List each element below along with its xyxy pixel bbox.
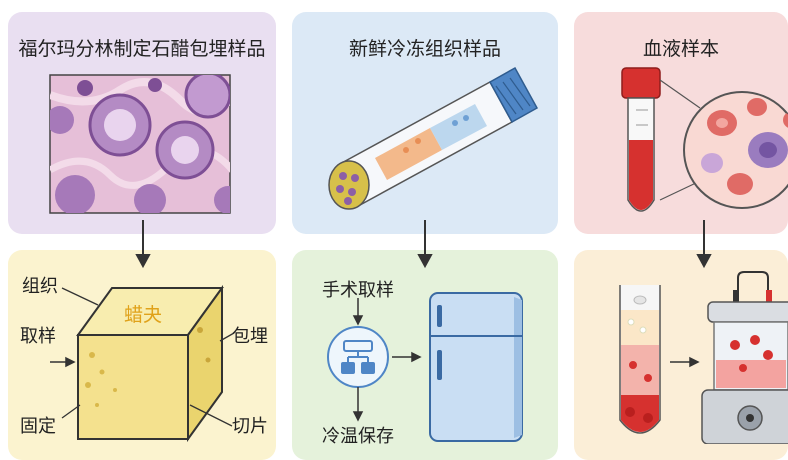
label-cold-storage: 冷温保存 — [322, 426, 394, 447]
blood-panel-title: 血液样本 — [642, 38, 719, 60]
illustration-layer — [49, 66, 788, 444]
down-arrow-3 — [696, 220, 712, 269]
processing-device — [701, 271, 788, 444]
label-surgery: 手术取样 — [322, 280, 394, 301]
to-device-arrow — [670, 356, 700, 368]
frozen-panel-title: 新鲜冷冻组织样品 — [348, 38, 501, 60]
label-tissue: 组织 — [22, 276, 58, 297]
blood-cells-magnified — [683, 91, 788, 209]
frozen-tissue-tube — [328, 66, 539, 210]
separated-blood-tube — [619, 285, 661, 434]
block-callouts — [61, 287, 235, 427]
surgery-arrow — [352, 298, 364, 326]
label-embedding: 包埋 — [232, 326, 268, 347]
label-fixation: 固定 — [20, 416, 56, 437]
to-freezer-arrow — [392, 351, 422, 363]
paraffin-block — [76, 284, 224, 443]
down-arrow-2 — [417, 220, 433, 269]
paraffin-block-label: 蜡夬 — [124, 304, 163, 326]
blood-tube — [621, 67, 701, 212]
sampling-arrow — [50, 356, 76, 368]
storage-arrow — [352, 387, 364, 422]
label-sectioning: 切片 — [232, 416, 268, 437]
sample-process-icon — [327, 326, 389, 388]
tube-cap — [488, 66, 539, 124]
histology-image — [49, 74, 231, 214]
down-arrow-1 — [135, 220, 151, 269]
ffpe-panel-title: 福尔玛分林制定石醋包埋样品 — [18, 38, 266, 60]
freezer-icon — [429, 292, 523, 442]
label-sampling: 取样 — [20, 326, 56, 347]
